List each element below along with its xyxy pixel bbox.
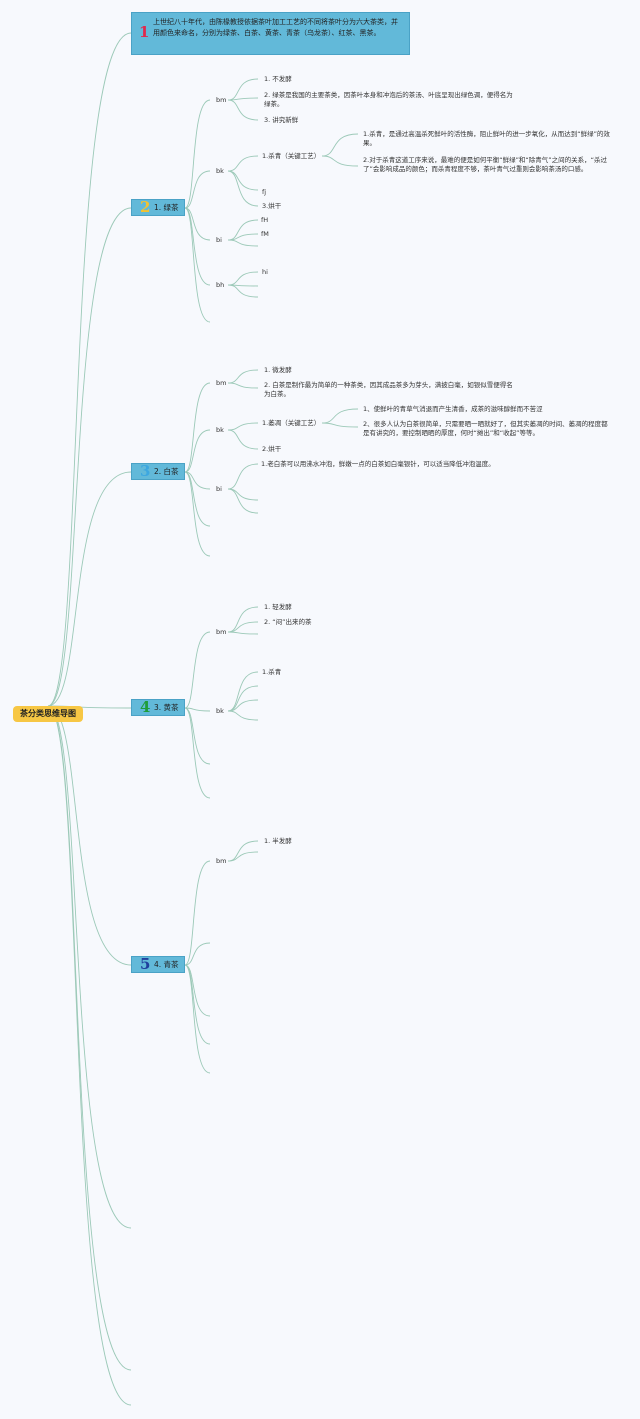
group-tag-bi[interactable]: bi (216, 485, 222, 493)
branch-green-tea[interactable]: 2 1. 绿茶 (131, 199, 185, 216)
leaf-connector (227, 671, 259, 712)
group-connector (184, 207, 211, 323)
leaf-item[interactable]: 3.烘干 (262, 202, 282, 210)
detail-item[interactable]: 2.对于杀青这道工序来说，最难的便是如何平衡“鲜绿”和“除青气”之间的关系，“杀… (363, 156, 608, 173)
leaf-connector (227, 170, 259, 191)
branch-label: 1. 绿茶 (154, 203, 179, 212)
number-badge-5: 5 (140, 955, 151, 973)
branch-label: 3. 黄茶 (154, 703, 179, 712)
leaf-item[interactable]: fj (262, 188, 267, 196)
group-connector (184, 471, 211, 527)
group-connector (184, 382, 211, 473)
group-connector (184, 207, 211, 286)
group-connector (184, 860, 211, 966)
leaf-connector (227, 78, 259, 101)
intro-text: 上世纪八十年代，由陈椽教授依据茶叶加工工艺的不同将茶叶分为六大茶类，并用颜色来命… (153, 18, 398, 37)
leaf-item[interactable]: 2. “闷”出来的茶 (264, 618, 312, 626)
leaf-connector (227, 710, 259, 721)
leaf-item[interactable]: hi (262, 268, 268, 276)
group-connector (184, 99, 211, 209)
group-connector (184, 942, 211, 966)
root-connector (47, 32, 132, 707)
root-connector (47, 705, 132, 1229)
number-badge-1: 1 (139, 23, 150, 41)
group-tag-bm[interactable]: bm (216, 379, 227, 387)
group-connector (184, 964, 211, 1074)
leaf-item[interactable]: 3. 讲究新鲜 (264, 116, 299, 124)
detail-connector (321, 408, 359, 424)
group-connector (184, 707, 211, 712)
leaf-connector (227, 271, 259, 286)
number-badge-2: 2 (140, 198, 151, 216)
detail-item[interactable]: 2、很多人认为白茶很简单，只需要晒一晒就好了，但其实萎凋的时间、萎凋的程度都是有… (363, 420, 608, 437)
detail-connector (321, 422, 359, 428)
leaf-connector (227, 155, 259, 172)
leaf-item[interactable]: 1.老白茶可以用沸水冲泡，鲜嫩一点的白茶如白毫银针，可以适当降低冲泡温度。 (261, 460, 495, 468)
leaf-connector (227, 699, 259, 712)
branch-label: 2. 白茶 (154, 467, 179, 476)
detail-item[interactable]: 1.杀青，是通过高温杀死鲜叶的活性酶，阻止鲜叶的进一步氧化，从而达到“鲜绿”的效… (363, 130, 610, 147)
leaf-connector (227, 851, 259, 862)
leaf-connector (227, 463, 259, 490)
detail-connector (321, 133, 359, 157)
group-connector (184, 707, 211, 799)
root-connector (47, 207, 132, 707)
leaf-item[interactable]: 1. 半发酵 (264, 837, 292, 845)
number-badge-4: 4 (140, 698, 151, 716)
group-tag-bk[interactable]: bk (216, 426, 224, 434)
leaf-connector (227, 99, 259, 121)
root-connector (47, 705, 132, 1371)
leaf-item[interactable]: 2. 白茶是制作最为简单的一种茶类，因其成品茶多为芽头，满披白毫，如银似雪便得名… (264, 381, 513, 398)
group-tag-bm[interactable]: bm (216, 628, 227, 636)
branch-yellow-tea[interactable]: 4 3. 黄茶 (131, 699, 185, 716)
root-connector (47, 705, 132, 1406)
group-connector (184, 964, 211, 1017)
root-connector (47, 471, 132, 707)
group-connector (184, 631, 211, 709)
branch-oolong-tea[interactable]: 5 4. 青茶 (131, 956, 185, 973)
group-tag-bm[interactable]: bm (216, 857, 227, 865)
leaf-connector (227, 685, 259, 712)
number-badge-3: 3 (140, 462, 151, 480)
detail-item[interactable]: 1、使鲜叶的青草气消退而产生清香，成茶的滋味醇鲜而不苦涩 (363, 405, 543, 413)
leaf-connector (227, 239, 259, 247)
leaf-item[interactable]: fM (261, 230, 269, 238)
leaf-item[interactable]: 1. 不发酵 (264, 75, 292, 83)
branch-white-tea[interactable]: 3 2. 白茶 (131, 463, 185, 480)
group-connector (184, 170, 211, 209)
group-tag-bk[interactable]: bk (216, 707, 224, 715)
branch-label: 4. 青茶 (154, 960, 179, 969)
leaf-connector (227, 606, 259, 633)
group-connector (184, 471, 211, 557)
leaf-item[interactable]: 2.烘干 (262, 445, 282, 453)
leaf-connector (227, 631, 259, 635)
leaf-item[interactable]: 1.杀青 (262, 668, 282, 676)
group-tag-bh[interactable]: bh (216, 281, 225, 289)
group-connector (184, 707, 211, 765)
leaf-item[interactable]: 1. 轻发酵 (264, 603, 292, 611)
leaf-connector (227, 369, 259, 384)
leaf-connector (227, 382, 259, 389)
leaf-connector (227, 429, 259, 450)
leaf-connector (227, 219, 259, 241)
group-tag-bi[interactable]: bi (216, 236, 222, 244)
group-tag-bm[interactable]: bm (216, 96, 227, 104)
leaf-item[interactable]: 1.萎凋（关键工艺） (262, 419, 321, 427)
leaf-item[interactable]: 2. 绿茶是我国的主要茶类，因茶叶本身和冲泡后的茶汤、叶底呈现出绿色调，便得名为… (264, 91, 513, 108)
leaf-item[interactable]: 1.杀青（关键工艺） (262, 152, 321, 160)
detail-connector (321, 155, 359, 167)
leaf-connector (227, 840, 259, 862)
leaf-connector (227, 284, 259, 298)
leaf-item[interactable]: fH (261, 216, 269, 224)
leaf-connector (227, 488, 259, 514)
group-connector (184, 429, 211, 473)
intro-node[interactable]: 1 上世纪八十年代，由陈椽教授依据茶叶加工工艺的不同将茶叶分为六大茶类，并用颜色… (131, 12, 410, 55)
group-tag-bk[interactable]: bk (216, 167, 224, 175)
root-topic[interactable]: 茶分类思维导图 (13, 706, 83, 722)
leaf-connector (227, 422, 259, 431)
leaf-connector (227, 170, 259, 207)
leaf-item[interactable]: 1. 微发酵 (264, 366, 292, 374)
